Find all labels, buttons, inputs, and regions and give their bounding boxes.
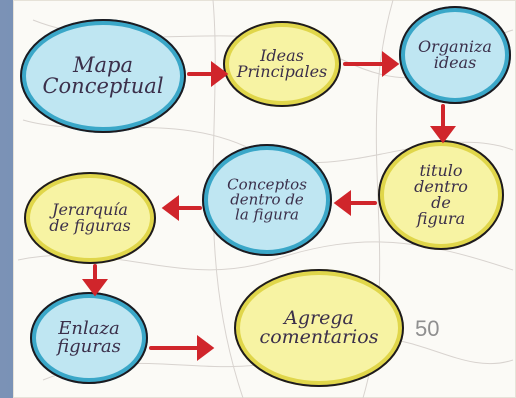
arrow-mapa-to-ideas: [187, 61, 229, 87]
node-jerarquia-figuras: [24, 172, 156, 264]
arrow-ideas-to-organiza: [343, 51, 400, 77]
arrow-organiza-to-titulo: [430, 104, 456, 144]
node-enlaza-figuras: [30, 292, 148, 384]
node-titulo-dentro-figura: [378, 140, 504, 250]
arrow-conceptos-to-jerarquia: [161, 195, 202, 221]
page-number: 50: [415, 316, 440, 341]
node-agrega-comentarios: [234, 269, 404, 387]
arrow-jerarquia-to-enlaza: [82, 264, 108, 297]
node-organiza-ideas: [399, 6, 511, 104]
node-ideas-principales: [223, 21, 341, 107]
node-mapa-conceptual: [20, 19, 186, 133]
arrow-enlaza-to-agrega: [149, 335, 215, 361]
arrow-titulo-to-conceptos: [333, 190, 377, 216]
node-conceptos-dentro-figura: [202, 144, 332, 256]
diagram-canvas: [17, 0, 514, 398]
